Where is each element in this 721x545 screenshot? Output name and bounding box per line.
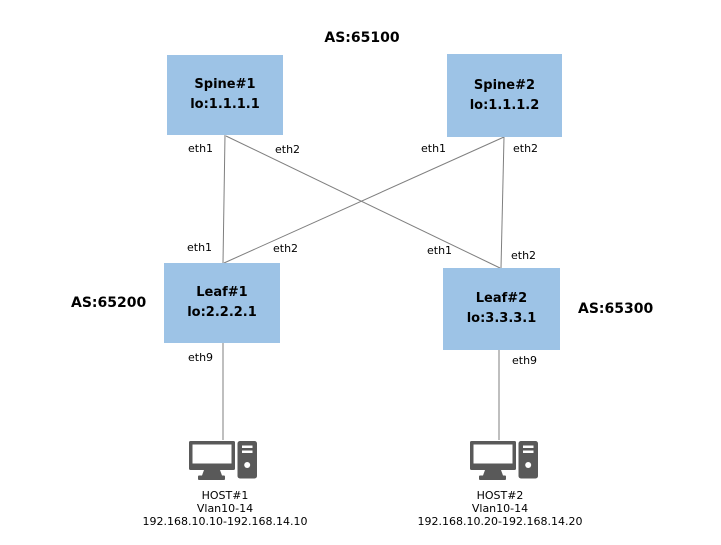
port-label-leaf2-eth2: eth2	[511, 249, 537, 262]
node-spine1-name: Spine#1	[194, 77, 256, 92]
node-leaf1: Leaf#1 lo:2.2.2.1	[164, 263, 280, 343]
node-spine1-loopback: lo:1.1.1.1	[190, 97, 260, 112]
desktop-computer-icon	[470, 441, 538, 480]
host1-ip-range: 192.168.10.10-192.168.14.10	[142, 515, 308, 528]
port-label-spine1-eth1: eth1	[188, 142, 214, 155]
port-label-spine2-eth1: eth1	[421, 142, 447, 155]
node-leaf1-loopback: lo:2.2.2.1	[187, 305, 257, 320]
as-label-spine: AS:65100	[324, 30, 400, 46]
link-spine2-leaf2	[500, 136, 505, 269]
node-spine1: Spine#1 lo:1.1.1.1	[167, 55, 283, 135]
port-label-leaf1-eth9: eth9	[188, 351, 214, 364]
node-leaf1-name: Leaf#1	[196, 285, 248, 300]
port-label-leaf1-eth1: eth1	[187, 241, 213, 254]
node-leaf2: Leaf#2 lo:3.3.3.1	[443, 268, 560, 350]
node-leaf2-name: Leaf#2	[475, 291, 528, 306]
host1-name: HOST#1	[201, 489, 249, 502]
as-label-leaf1: AS:65200	[71, 295, 147, 311]
link-spine1-leaf2	[225, 135, 501, 269]
node-spine2-name: Spine#2	[473, 77, 536, 93]
port-label-leaf1-eth2: eth2	[273, 242, 299, 255]
desktop-computer-icon	[189, 441, 257, 480]
host2-caption: HOST#2 Vlan10-14 192.168.10.20-192.168.1…	[390, 489, 610, 528]
host2-name: HOST#2	[476, 489, 524, 502]
as-label-leaf2: AS:65300	[578, 301, 654, 317]
node-leaf2-loopback: lo:3.3.3.1	[466, 311, 537, 326]
port-label-spine2-eth2: eth2	[513, 142, 539, 155]
port-label-leaf2-eth9: eth9	[512, 354, 538, 367]
host1-caption: HOST#1 Vlan10-14 192.168.10.10-192.168.1…	[115, 489, 335, 528]
node-spine2: Spine#2 lo:1.1.1.2	[447, 54, 562, 137]
link-spine1-leaf1	[222, 134, 226, 264]
host2-ip-range: 192.168.10.20-192.168.14.20	[417, 515, 583, 528]
port-label-spine1-eth2: eth2	[275, 143, 301, 156]
port-label-leaf2-eth1: eth1	[427, 244, 453, 257]
node-spine2-loopback: lo:1.1.1.2	[469, 97, 540, 113]
host2-vlan: Vlan10-14	[471, 502, 529, 515]
host1-vlan: Vlan10-14	[196, 502, 254, 515]
link-spine2-leaf1	[223, 136, 505, 264]
